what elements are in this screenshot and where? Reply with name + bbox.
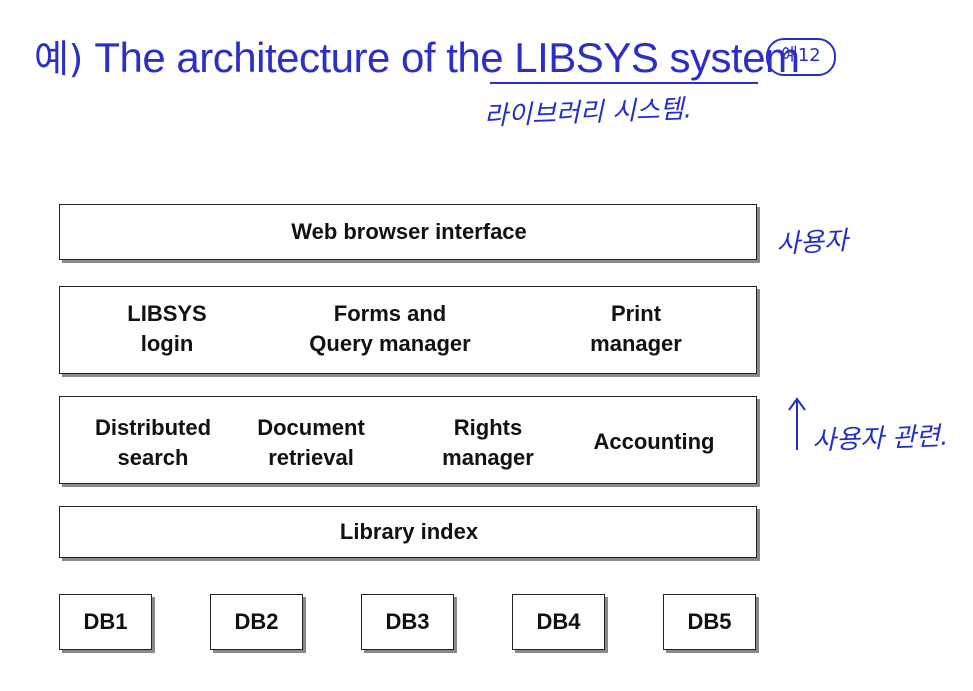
database-db4: DB4 [512,594,605,650]
layer-web-browser-interface: Web browser interface [59,204,757,260]
layer-user-services: LIBSYS login Forms and Query manager Pri… [59,286,757,374]
database-db1: DB1 [59,594,152,650]
libsys-login-label: LIBSYS login [127,301,207,356]
database-db3: DB3 [361,594,454,650]
handwritten-note-user-related: 사용자 관련. [811,421,949,457]
database-db2: DB2 [210,594,303,650]
title-underline [490,82,758,84]
rights-manager-label: Rights manager [442,415,534,470]
layer-library-index: Library index [59,506,757,558]
layer-application-services: Distributed search Document retrieval Ri… [59,396,757,484]
handwritten-note-title: 라이브러리 시스템. [483,94,693,132]
web-browser-interface-label: Web browser interface [291,219,527,244]
document-retrieval-label: Document retrieval [257,415,365,470]
handwritten-note-user: 사용자 [775,226,849,260]
example-stamp: 예12 [766,38,836,76]
database-db5: DB5 [663,594,756,650]
title-prefix: 예) [34,37,95,81]
print-manager-label: Print manager [590,301,682,356]
up-arrow-icon [788,397,806,450]
library-index-label: Library index [339,519,479,544]
accounting-label: Accounting [593,429,715,454]
distributed-search-label: Distributed search [94,415,212,470]
forms-query-manager-label: Forms and Query manager [309,301,471,356]
title-text: The architecture of the LIBSYS system [94,34,800,81]
slide-title: 예) The architecture of the LIBSYS system [34,28,800,83]
